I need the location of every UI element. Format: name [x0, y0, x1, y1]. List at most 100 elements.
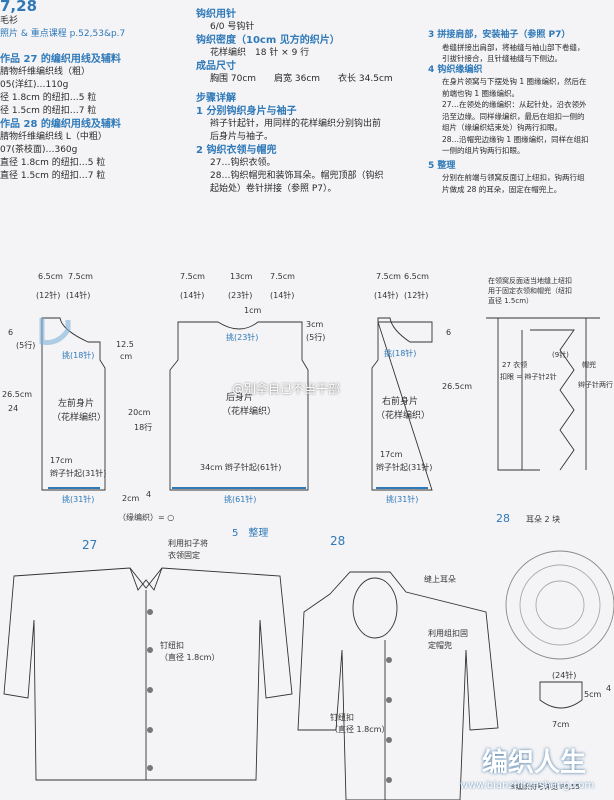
hood-note: 扣眼 = 辫子针2针 [500, 373, 557, 381]
finish-heading: 5 整理 [232, 528, 269, 539]
start-label: 34cm 辫子针起(61针) [200, 463, 282, 472]
pick-label: 挑(18针) [384, 349, 417, 358]
dim-label: 7.5cm [376, 272, 401, 281]
jacket-note: 定帽兜 [428, 641, 452, 650]
panel-name: 右前身片 [382, 397, 419, 407]
panel-pattern: （花样编织） [376, 411, 431, 421]
button-icon [386, 737, 392, 743]
jacket-note: 利用组扣固 [428, 629, 468, 638]
middle-text-column: 钩织用针 6/0 号钩针 钩织密度（10cm 见方的织片） 花样编织 18 针 … [196, 8, 421, 196]
step-text: 一侧的组片钩两行扣眼。 [442, 146, 525, 155]
jacket-note: 钉纽扣 [330, 713, 354, 722]
step-text: 辫子针起针，用同样的花样编织分别钩出前 [210, 119, 382, 129]
dim-label: 6.5cm [404, 272, 429, 281]
weibo-watermark: @别拿自己不当干部 [232, 382, 341, 396]
stitch-label: (23针) [228, 291, 253, 300]
back-panel-outline [169, 321, 309, 491]
jacket-27-outline [3, 567, 293, 781]
garment-type: 毛衫 [0, 16, 19, 26]
dim-label: 6.5cm [38, 272, 63, 281]
stitch-label: (12针) [36, 291, 61, 300]
heading-gauge: 钩织密度（10cm 见方的织片） [196, 35, 340, 46]
dim-label: 26.5cm [442, 382, 473, 391]
step-text: 片做成 28 的耳朵，固定在帽兜上。 [442, 184, 562, 194]
stitch-label: (24针) [552, 671, 577, 680]
gauge-text: 花样编织 18 针 × 9 行 [210, 48, 310, 58]
jacket-note: （直径 1.8cm） [160, 653, 220, 662]
pick-label: 挑(18针) [62, 351, 95, 360]
site-url: www.bianzhirensheng.com [460, 780, 595, 791]
hood-note: 在领窝反面适当地缝上纽扣 [488, 277, 572, 285]
stitch-label: (14针) [180, 291, 205, 300]
jacket-note: 利用扣子将 [168, 539, 208, 548]
step-text: 27…在领处的缘编织：从起针处，沿衣领外 [442, 100, 587, 109]
stitch-label: (12针) [404, 291, 429, 300]
start-label: 辫子针起(31针) [376, 463, 433, 472]
material-line: 直径 1.8cm 的纽扣…5 粒 [0, 158, 106, 168]
material-line: 直径 1.5cm 的纽扣…7 粒 [0, 171, 106, 181]
jacket-27-collar [129, 567, 163, 591]
heading-27-materials: 作品 27 的编织用线及辅料 [0, 54, 121, 65]
ear-title: 耳朵 2 块 [526, 515, 561, 524]
hood-note: 辫子针两行 [578, 381, 613, 389]
step-1-heading: 1 分别钩织身片与袖子 [196, 106, 297, 117]
panel-pattern: （花样编织） [52, 413, 107, 423]
dim-label: 24 [8, 404, 19, 413]
heading-hook: 钩织用针 [196, 9, 236, 20]
material-line: 腈物纤维编织线 L（中粗） [0, 132, 107, 142]
dim-label: 17cm [50, 456, 73, 465]
step-text: 前端也钩 1 圈缘编织。 [442, 88, 520, 98]
step-text: 后身片与袖子。 [210, 132, 274, 142]
material-line: 径 1.5cm 的纽扣…7 粒 [0, 106, 97, 116]
step-text: 起始处）卷针拼接（参照 P7）。 [210, 184, 337, 194]
pick-label: 挑(31针) [62, 495, 95, 504]
step-text: 27…钩织衣领。 [210, 158, 276, 168]
jacket-note: 钉纽扣 [160, 641, 184, 650]
step-4-heading: 4 钩织缘编织 [428, 64, 483, 75]
step-text: 引拔针接合，且针缝袖缝与下侧边。 [442, 54, 562, 63]
material-line: 05(洋红)…110g [0, 80, 69, 90]
step-text: 28…沿帽兜边缘钩 1 圈缘编织，同样在组扣 [442, 134, 589, 144]
dim-label: 18行 [134, 423, 153, 432]
dim-label: 2cm [122, 494, 140, 503]
dim-label: cm [120, 352, 133, 361]
step-3-heading: 3 拼接肩部，安装袖子（参照 P7） [428, 30, 571, 40]
hood-schematic [486, 317, 600, 471]
pattern-title: 7,28 [0, 0, 38, 15]
button-icon [386, 657, 392, 663]
dim-label: 13cm [230, 272, 253, 281]
jacket-28-hood [352, 577, 398, 639]
dim-label: (5行) [16, 341, 36, 350]
button-icon [147, 765, 153, 771]
dim-label: 7.5cm [270, 272, 295, 281]
heading-28-materials: 作品 28 的编织用线及辅料 [0, 119, 121, 130]
start-label: 辫子针起(31针) [50, 469, 107, 478]
dim-label: 7.5cm [180, 272, 205, 281]
page-ref: ※编织符号详见 P4,55 [510, 783, 580, 791]
site-logo: 编织人生 [482, 748, 587, 778]
pick-label: 挑(61针) [224, 495, 257, 504]
heading-size: 成品尺寸 [196, 61, 236, 72]
material-line: 07(茶枝面)…360g [0, 145, 78, 155]
hood-note: (9针) [552, 351, 569, 359]
photo-ref: 照片 & 重点课程 p.52,53&p.7 [0, 29, 126, 39]
button-icon [147, 609, 153, 615]
hood-zigzag [530, 329, 575, 471]
dim-label: 1cm [244, 306, 262, 315]
step-text: 28…钩织帽兜和装饰耳朵。帽兜顶部（钩织 [210, 171, 384, 181]
panel-name: 左前身片 [58, 399, 95, 409]
heading-steps: 步骤详解 [196, 93, 236, 104]
step-text: 组片（缘编织结束处）钩两行扣眼。 [442, 123, 562, 132]
size-text: 胸围 70cm 肩宽 36cm 衣长 34.5cm [210, 74, 393, 84]
stitch-label: (14针) [374, 291, 399, 300]
jacket-note: 衣领固定 [168, 551, 200, 560]
dim-label: 4 [146, 490, 152, 499]
dim-label: 7.5cm [68, 272, 93, 281]
step-2-heading: 2 钩织衣领与帽兜 [196, 145, 277, 156]
left-front-panel-outline [41, 317, 106, 491]
dim-label: 26.5cm [2, 390, 33, 399]
dim-label: 6 [446, 328, 452, 337]
ear-small-shape [539, 681, 583, 709]
